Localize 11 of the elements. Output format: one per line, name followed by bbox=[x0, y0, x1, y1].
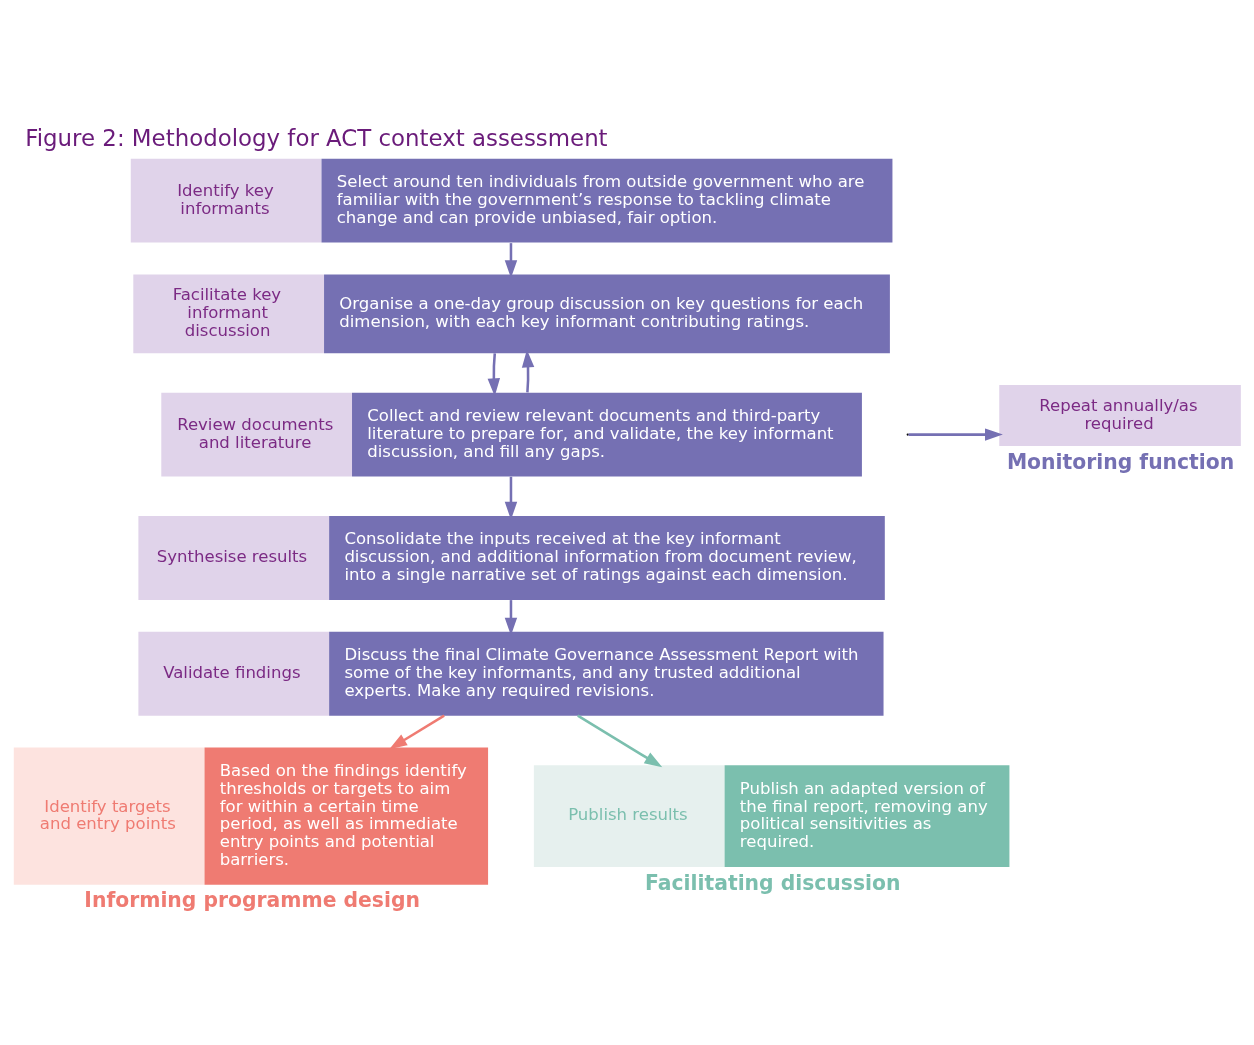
arrow bbox=[577, 714, 663, 767]
arrow bbox=[487, 352, 501, 396]
arrow bbox=[504, 599, 518, 635]
node-label: Informing programme design bbox=[84, 887, 420, 912]
arrow bbox=[908, 427, 1003, 441]
arrow bbox=[504, 242, 518, 278]
node-label: Monitoring function bbox=[1006, 449, 1235, 474]
arrow bbox=[389, 714, 445, 749]
node-label: Facilitating discussion bbox=[645, 870, 901, 895]
diagram-title: Figure 2: Methodology for ACT context assessment bbox=[25, 124, 608, 151]
node-box: Repeat annually/as required bbox=[999, 384, 1241, 446]
